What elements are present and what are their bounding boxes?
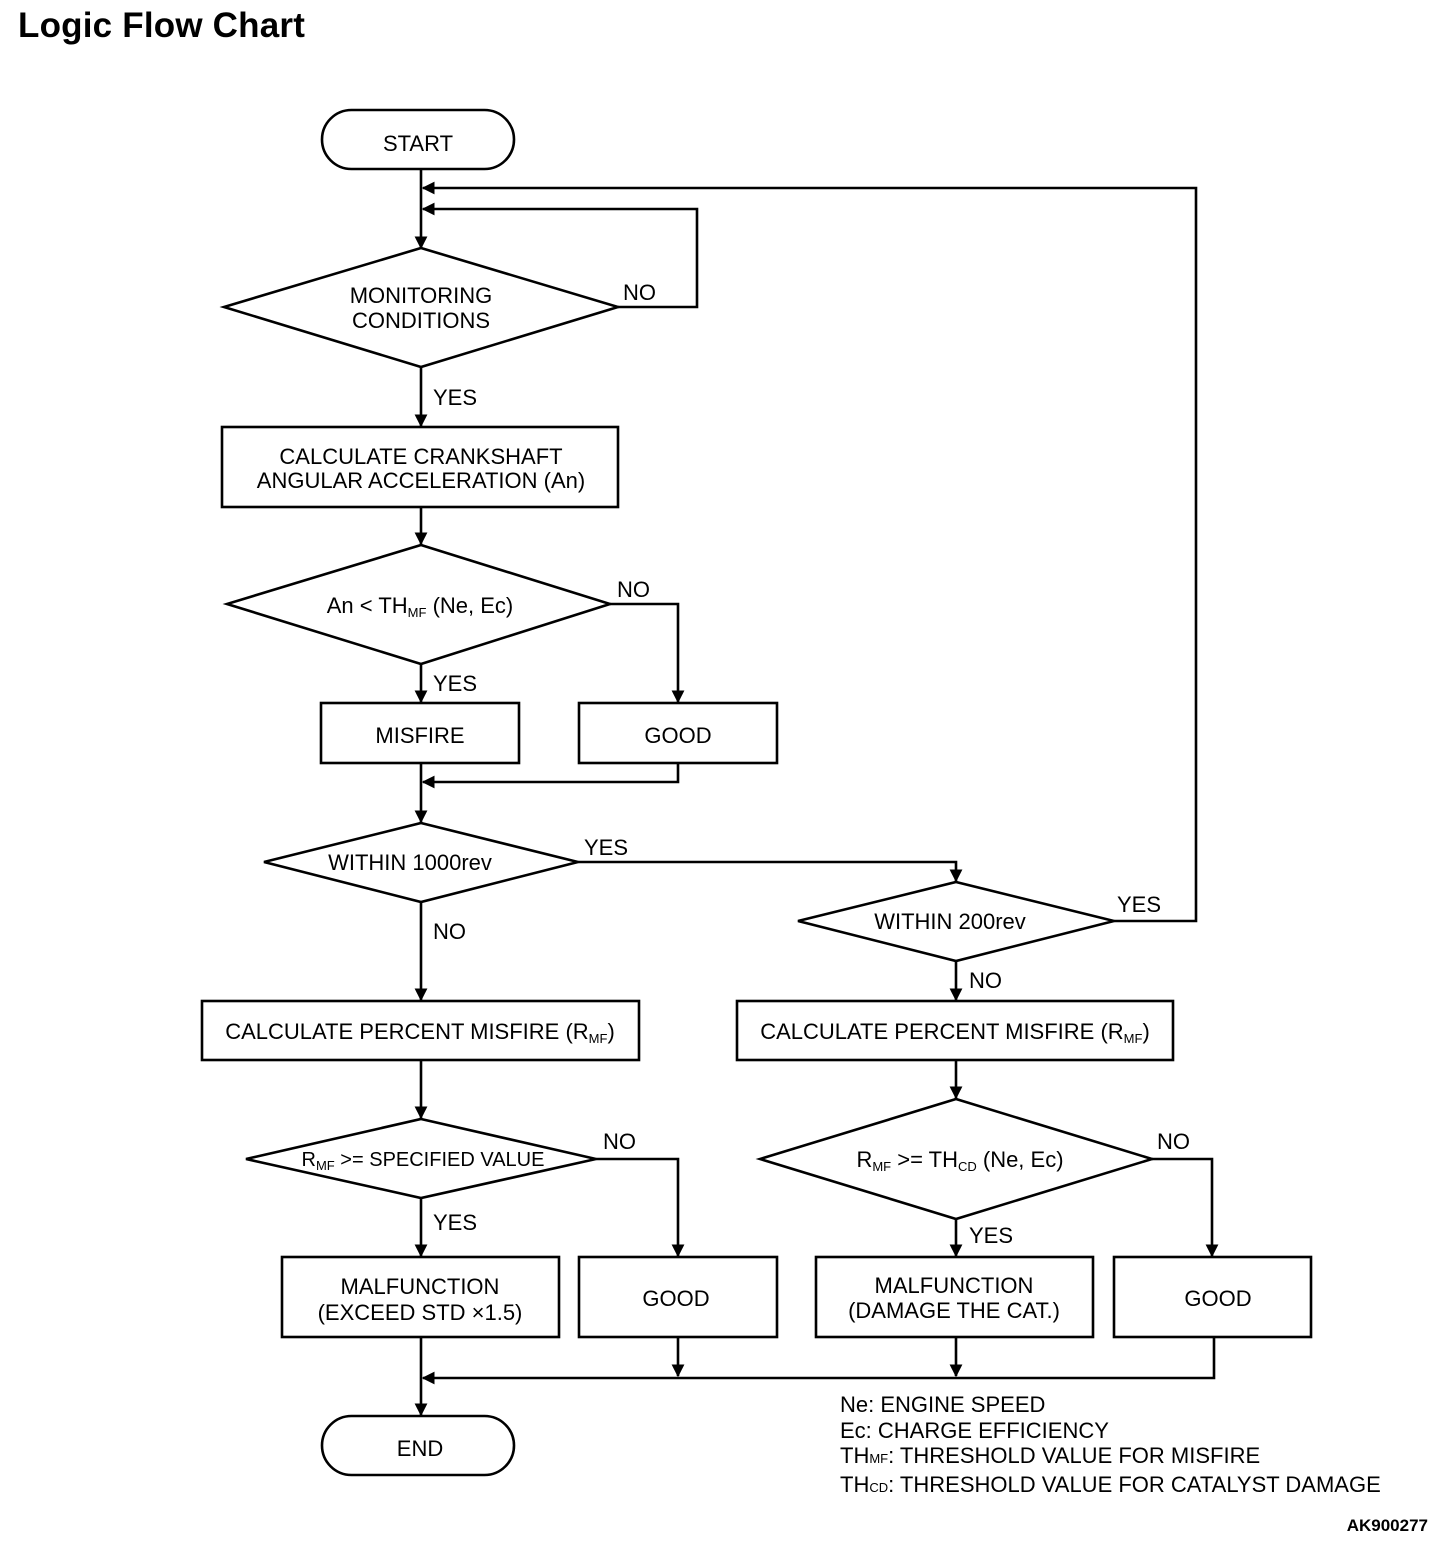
good-label-1: GOOD xyxy=(644,723,711,748)
malfunction-damage-cat-process: MALFUNCTION (DAMAGE THE CAT.) xyxy=(814,1255,1095,1339)
within-200rev-decision: WITHIN 200rev xyxy=(797,880,1115,963)
calculate-percent-misfire-left: CALCULATE PERCENT MISFIRE (RMF) xyxy=(200,999,641,1062)
within-1000rev-decision: WITHIN 1000rev xyxy=(263,821,579,904)
label-an-no: NO xyxy=(617,577,650,602)
start-label: START xyxy=(383,131,453,156)
good-label-3: GOOD xyxy=(1184,1286,1251,1311)
rmf-threshold-cd-decision: RMF >= THCD (Ne, Ec) xyxy=(755,1097,1157,1221)
legend-ne: Ne: ENGINE SPEED xyxy=(840,1392,1046,1417)
legend: Ne: ENGINE SPEED Ec: CHARGE EFFICIENCY T… xyxy=(840,1392,1381,1500)
label-spec-no: NO xyxy=(603,1129,636,1154)
wire-bottom-join xyxy=(421,1337,1216,1385)
label-w1000-no: NO xyxy=(433,919,466,944)
end-label: END xyxy=(397,1436,443,1461)
end-terminal: END xyxy=(320,1414,516,1477)
wire-th-no xyxy=(1152,1157,1219,1258)
malf-std-label-2: (EXCEED STD ×1.5) xyxy=(318,1300,523,1325)
monitoring-label-2: CONDITIONS xyxy=(352,308,490,333)
label-monitoring-no: NO xyxy=(623,280,656,305)
wire-an-no xyxy=(610,602,685,704)
calculate-crankshaft-process: CALCULATE CRANKSHAFT ANGULAR ACCELERATIO… xyxy=(220,425,620,509)
legend-ec: Ec: CHARGE EFFICIENCY xyxy=(840,1417,1109,1443)
calculate-percent-misfire-right: CALCULATE PERCENT MISFIRE (RMF) xyxy=(735,999,1175,1062)
rmf-spec-label: RMF >= SPECIFIED VALUE xyxy=(302,1149,545,1173)
good-process-3: GOOD xyxy=(1112,1255,1313,1339)
monitoring-label-1: MONITORING xyxy=(350,283,493,308)
good-label-2: GOOD xyxy=(642,1286,709,1311)
branch-labels: NO YES NO YES YES NO YES NO NO YES NO YE… xyxy=(433,280,1190,1248)
calc-pct-left-label: CALCULATE PERCENT MISFIRE (RMF) xyxy=(225,1019,615,1046)
misfire-process: MISFIRE xyxy=(319,701,521,765)
label-monitoring-yes: YES xyxy=(433,385,477,410)
good-process-2: GOOD xyxy=(577,1255,779,1339)
malf-cat-label-2: (DAMAGE THE CAT.) xyxy=(848,1298,1060,1323)
rmf-specified-value-decision: RMF >= SPECIFIED VALUE xyxy=(245,1117,597,1200)
malf-std-label-1: MALFUNCTION xyxy=(341,1274,500,1299)
connectors xyxy=(414,169,1219,1417)
calc-pct-right-label: CALCULATE PERCENT MISFIRE (RMF) xyxy=(760,1019,1150,1046)
within-1000-label: WITHIN 1000rev xyxy=(328,850,492,875)
wire-w1000-yes xyxy=(578,860,963,883)
label-w200-yes: YES xyxy=(1117,892,1161,917)
page-title: Logic Flow Chart xyxy=(18,6,306,45)
wire-spec-no xyxy=(596,1157,685,1258)
good-process-1: GOOD xyxy=(577,701,779,765)
within-200-label: WITHIN 200rev xyxy=(874,909,1026,934)
an-threshold-decision: An < THMF (Ne, Ec) xyxy=(222,543,615,666)
wire-w200-yes-loop xyxy=(421,181,1198,923)
calc-crank-label-2: ANGULAR ACCELERATION (An) xyxy=(257,468,585,493)
legend-thmf: THMF: THRESHOLD VALUE FOR MISFIRE xyxy=(840,1443,1261,1468)
label-an-yes: YES xyxy=(433,671,477,696)
label-spec-yes: YES xyxy=(433,1210,477,1235)
wire-good1-join xyxy=(421,763,680,789)
an-threshold-label: An < THMF (Ne, Ec) xyxy=(327,593,514,620)
rmf-th-label: RMF >= THCD (Ne, Ec) xyxy=(856,1147,1063,1174)
malf-cat-label-1: MALFUNCTION xyxy=(875,1273,1034,1298)
label-w200-no: NO xyxy=(969,968,1002,993)
start-terminal: START xyxy=(320,108,516,171)
legend-thcd: THCD: THRESHOLD VALUE FOR CATALYST DAMAG… xyxy=(840,1471,1381,1497)
misfire-label: MISFIRE xyxy=(375,723,464,748)
wire-monitoring-no-loop xyxy=(421,202,699,309)
label-w1000-yes: YES xyxy=(584,835,628,860)
malfunction-exceed-std-process: MALFUNCTION (EXCEED STD ×1.5) xyxy=(280,1255,561,1339)
monitoring-conditions-decision: MONITORING CONDITIONS xyxy=(219,246,623,369)
document-code: AK900277 xyxy=(1346,1516,1428,1535)
calc-crank-label-1: CALCULATE CRANKSHAFT xyxy=(279,444,562,469)
label-th-no: NO xyxy=(1157,1129,1190,1154)
label-th-yes: YES xyxy=(969,1223,1013,1248)
